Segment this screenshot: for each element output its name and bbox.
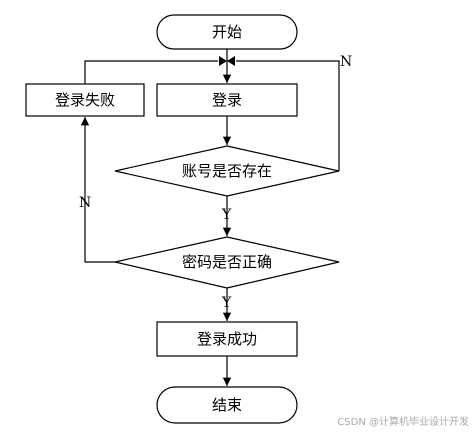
password-no-label: N: [79, 195, 91, 211]
login-failed-label: 登录失败: [55, 91, 115, 109]
login-success-node: 登录成功: [156, 321, 298, 357]
login-label: 登录: [212, 91, 242, 109]
watermark: CSDN @计算机毕业设计开发: [337, 417, 469, 428]
end-label: 结束: [212, 396, 242, 414]
account-yes-label: Y: [221, 207, 232, 223]
password-check-node: 密码是否正确: [114, 236, 340, 289]
password-check-label: 密码是否正确: [182, 253, 272, 271]
login-failed-node: 登录失败: [25, 83, 145, 117]
account-check-label: 账号是否存在: [182, 162, 272, 180]
junction-arrow-left-icon: [219, 56, 227, 66]
login-node: 登录: [156, 83, 298, 117]
edge-account-no-loop: [236, 60, 340, 171]
account-no-label: N: [340, 54, 352, 70]
account-check-node: 账号是否存在: [114, 145, 340, 197]
edge-login-failed-loop: [84, 60, 218, 84]
edge-password-no: [80, 117, 115, 263]
start-label: 开始: [212, 23, 242, 41]
start-node: 开始: [156, 14, 298, 50]
login-success-label: 登录成功: [197, 330, 257, 348]
end-node: 结束: [156, 386, 298, 424]
password-yes-label: Y: [221, 295, 232, 311]
junction-arrow-right-icon: [227, 56, 235, 66]
